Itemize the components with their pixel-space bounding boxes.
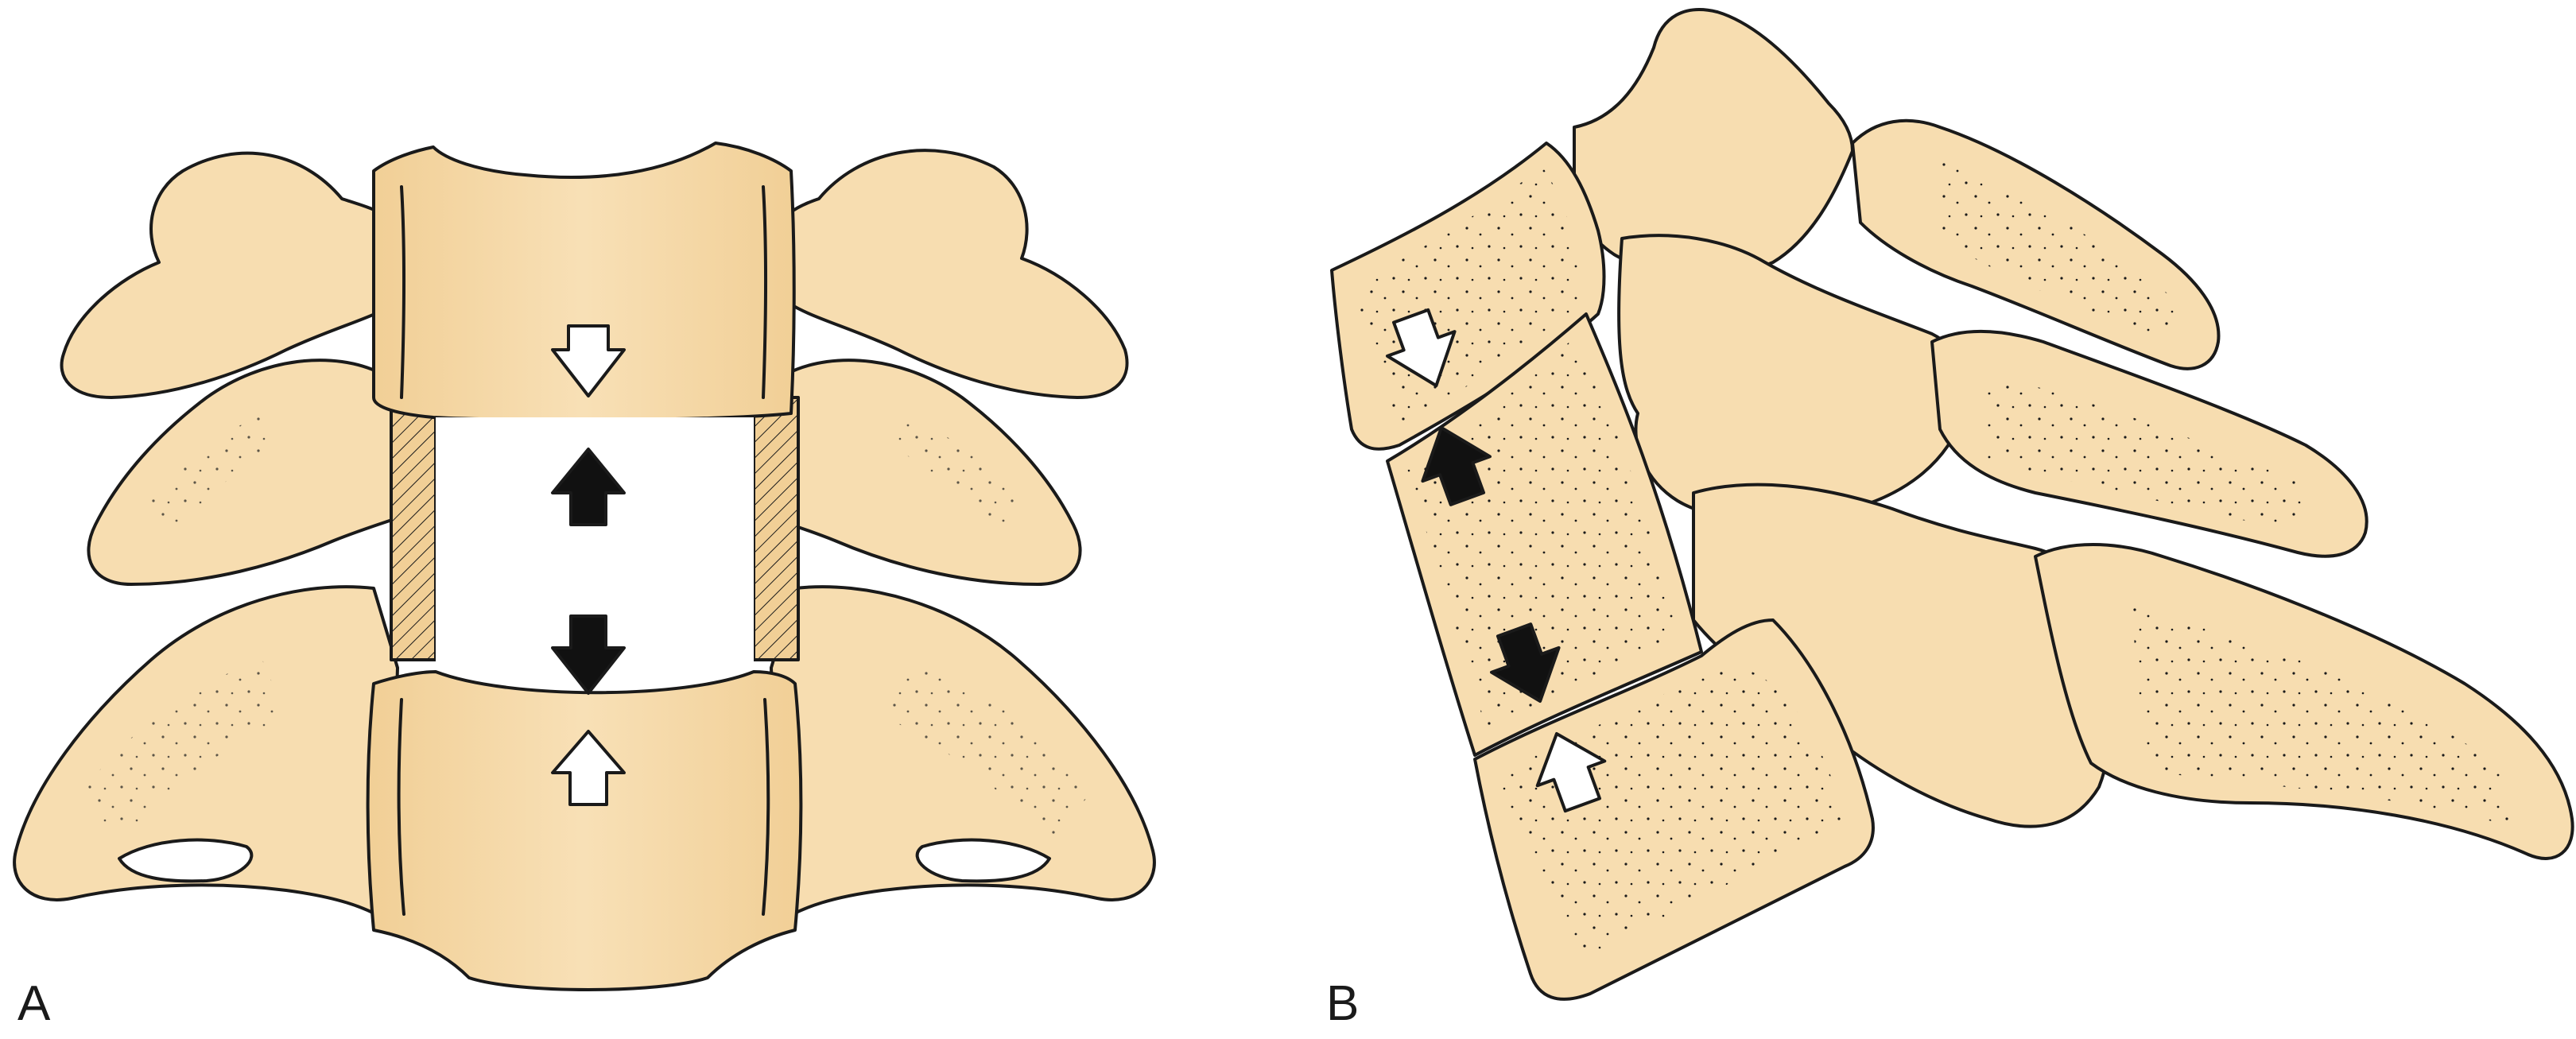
lower-vertebral-body [366,670,803,991]
middle-articular-pillar [1617,234,1969,521]
lower-body-edge-right [762,698,770,916]
panel-a-anterior-view [13,142,1156,991]
right-transverse-foramen [915,838,1051,883]
right-uncovertebral-joint [752,396,800,661]
b-black-arrow-down [1490,622,1561,703]
b-white-arrow-down [1385,308,1457,388]
upper-articular-pillar [1573,8,1854,279]
left-uncovertebral-joint [390,396,437,661]
upper-left-transverse-process [60,151,415,399]
upper-body-edge-left [400,185,406,399]
upper-body-edge-right [762,185,768,399]
a-white-arrow-up [551,730,626,806]
a-black-arrow-up [551,448,626,526]
panel-a-stipple [80,413,1089,843]
b-cancellous-texture [1352,159,2512,962]
panel-label-b: B [1326,976,1360,1031]
a-white-arrow-down [551,324,626,397]
panel-b-lateral-view [1330,8,2574,1001]
lower-body-edge-left [397,698,405,916]
left-transverse-foramen [118,838,254,883]
panel-label-a: A [17,976,51,1031]
a-black-arrow-down [551,614,626,695]
upper-right-transverse-process [766,149,1129,399]
b-white-arrow-up [1535,732,1607,813]
b-black-arrow-up [1421,426,1492,506]
